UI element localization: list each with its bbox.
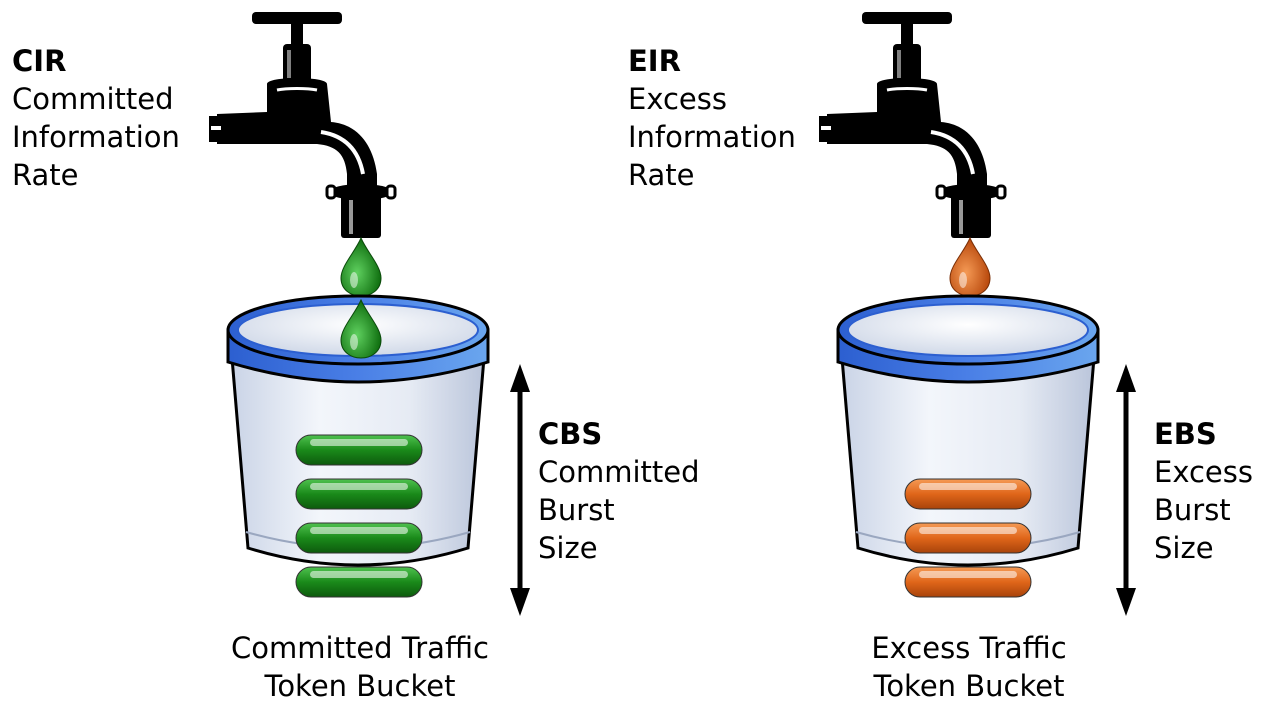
ebs-line-2: Burst bbox=[1154, 493, 1231, 527]
eir-abbr: EIR bbox=[628, 44, 681, 78]
eir-line-3: Rate bbox=[628, 158, 695, 192]
committed-water-drop-icon bbox=[340, 236, 382, 297]
cir-label: CIR Committed Information Rate bbox=[12, 42, 180, 194]
eir-label: EIR Excess Information Rate bbox=[628, 42, 796, 194]
cir-line-2: Information bbox=[12, 120, 180, 154]
ebs-label: EBS Excess Burst Size bbox=[1154, 415, 1253, 567]
cir-line-3: Rate bbox=[12, 158, 79, 192]
cbs-line-1: Committed bbox=[538, 455, 700, 489]
excess-faucet-icon bbox=[817, 10, 1007, 240]
cbs-double-arrow-icon bbox=[510, 364, 530, 616]
cir-abbr: CIR bbox=[12, 44, 67, 78]
committed-falling-drop-icon bbox=[340, 298, 382, 359]
committed-token-icon-3 bbox=[295, 478, 423, 510]
cbs-abbr: CBS bbox=[538, 417, 603, 451]
cir-line-1: Committed bbox=[12, 82, 174, 116]
eir-line-1: Excess bbox=[628, 82, 727, 116]
cbs-line-3: Size bbox=[538, 531, 598, 565]
committed-faucet-icon bbox=[207, 10, 397, 240]
excess-caption-line-1: Excess Traffic bbox=[871, 631, 1067, 665]
excess-token-icon-1 bbox=[904, 566, 1032, 598]
committed-token-icon-1 bbox=[295, 566, 423, 598]
committed-token-icon-2 bbox=[295, 522, 423, 554]
ebs-line-1: Excess bbox=[1154, 455, 1253, 489]
excess-tokens bbox=[904, 478, 1032, 598]
excess-bucket-caption: Excess Traffic Token Bucket bbox=[809, 629, 1129, 705]
committed-caption-line-1: Committed Traffic bbox=[231, 631, 489, 665]
cbs-line-2: Burst bbox=[538, 493, 615, 527]
excess-token-icon-2 bbox=[904, 522, 1032, 554]
committed-bucket-caption: Committed Traffic Token Bucket bbox=[200, 629, 520, 705]
ebs-line-3: Size bbox=[1154, 531, 1214, 565]
excess-caption-line-2: Token Bucket bbox=[873, 669, 1065, 703]
cbs-label: CBS Committed Burst Size bbox=[538, 415, 700, 567]
eir-line-2: Information bbox=[628, 120, 796, 154]
committed-tokens bbox=[295, 434, 423, 598]
excess-water-drop-icon bbox=[949, 236, 991, 297]
ebs-abbr: EBS bbox=[1154, 417, 1217, 451]
ebs-double-arrow-icon bbox=[1116, 364, 1136, 616]
committed-caption-line-2: Token Bucket bbox=[264, 669, 456, 703]
excess-token-icon-3 bbox=[904, 478, 1032, 510]
committed-token-icon-4 bbox=[295, 434, 423, 466]
